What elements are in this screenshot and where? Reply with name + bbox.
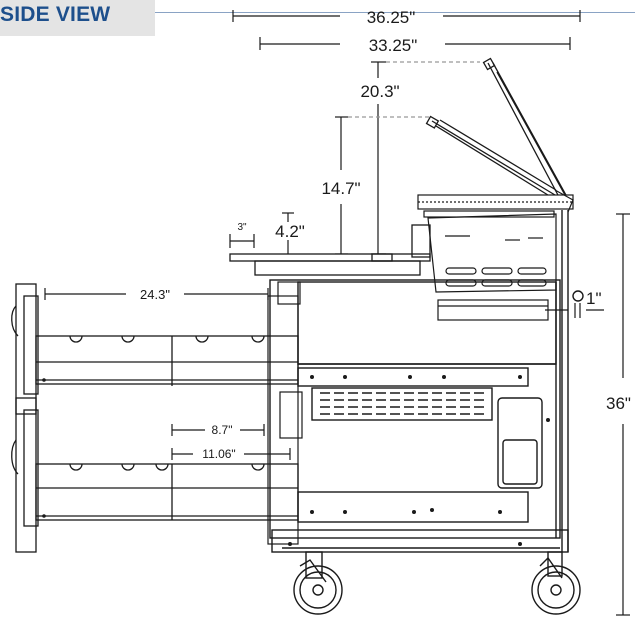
title-bar — [0, 0, 155, 36]
rivets — [42, 375, 550, 546]
front-caster — [293, 551, 343, 615]
dim-shelf-lip — [229, 234, 255, 248]
food-well — [427, 213, 557, 321]
label-shelf-offset: 4.2" — [275, 222, 305, 241]
door-frame — [267, 281, 303, 545]
dim-pan-a — [171, 424, 265, 436]
label-overall-height: 36" — [606, 394, 631, 413]
label-overall-width: 36.25" — [367, 8, 416, 27]
upper-drawer — [11, 283, 299, 415]
dim-drawer-depth — [44, 288, 269, 300]
top-rail — [417, 189, 574, 218]
label-pan-a: 8.7" — [212, 423, 233, 437]
cutting-shelf — [229, 224, 431, 276]
label-pan-b: 11.06" — [202, 447, 235, 461]
label-lid-rise-rear: 20.3" — [360, 82, 399, 101]
dim-pan-b — [171, 448, 291, 460]
dim-lid-width — [259, 37, 571, 50]
dim-overall-width — [232, 10, 581, 22]
label-lid-rise-front: 14.7" — [321, 179, 360, 198]
view-title: SIDE VIEW — [0, 3, 111, 26]
lower-drawer — [11, 397, 299, 553]
label-rear-offset: 1" — [586, 289, 602, 308]
label-drawer-depth: 24.3" — [140, 287, 170, 302]
rear-caster — [531, 551, 581, 615]
header-rule — [155, 12, 635, 13]
lid-front — [425, 115, 557, 201]
dim-overall-height — [616, 213, 630, 616]
label-lid-width: 33.25" — [369, 36, 418, 55]
label-shelf-lip: 3" — [237, 222, 247, 233]
lid-rear — [482, 57, 571, 205]
cabinet-body — [269, 210, 584, 553]
dim-shelf-offset — [282, 212, 294, 254]
